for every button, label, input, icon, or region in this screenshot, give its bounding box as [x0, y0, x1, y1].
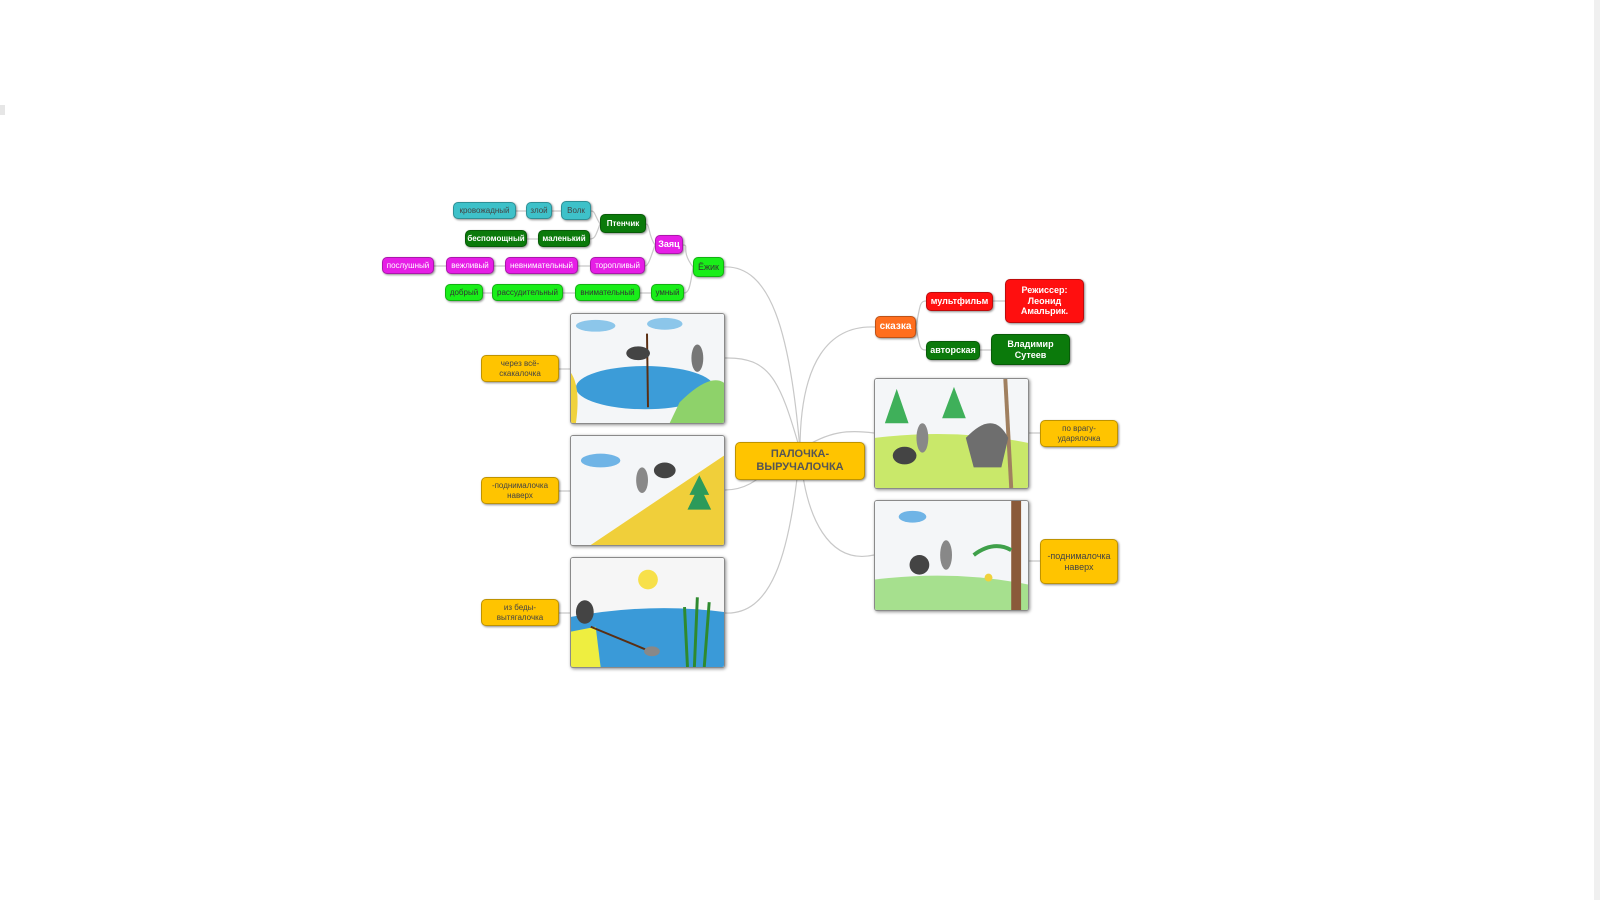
- trait-attentive[interactable]: внимательный: [575, 284, 640, 301]
- scene-picture-lift-right[interactable]: [874, 500, 1029, 611]
- node-director[interactable]: Режиссер: Леонид Амальрик.: [1005, 279, 1084, 323]
- character-bird[interactable]: Птенчик: [600, 214, 646, 233]
- connector-line: [915, 300, 927, 328]
- caption-lift-right[interactable]: -поднималочка наверх: [1040, 539, 1118, 584]
- caption-strike[interactable]: по врагу-ударялочка: [1040, 420, 1118, 447]
- character-hedgehog[interactable]: Ёжик: [693, 257, 724, 277]
- right-scrollbar[interactable]: [1594, 0, 1600, 900]
- scene-picture-rescue[interactable]: [570, 557, 725, 668]
- caption-rescue[interactable]: из беды-вытягалочка: [481, 599, 559, 626]
- trait-reasonable[interactable]: рассудительный: [492, 284, 563, 301]
- connector-line: [723, 266, 801, 451]
- trait-kind[interactable]: добрый: [445, 284, 483, 301]
- scene-picture-jump[interactable]: [570, 313, 725, 424]
- connector-line: [645, 223, 656, 246]
- scene-picture-climb[interactable]: [570, 435, 725, 546]
- scene-picture-strike[interactable]: [874, 378, 1029, 489]
- connector-line: [682, 244, 694, 268]
- trait-inattentive[interactable]: невнимательный: [505, 257, 578, 274]
- trait-bloodthirsty[interactable]: кровожадный: [453, 202, 516, 219]
- node-author[interactable]: Владимир Сутеев: [991, 334, 1070, 365]
- connector-line: [799, 326, 876, 451]
- trait-smart[interactable]: умный: [651, 284, 684, 301]
- central-topic[interactable]: ПАЛОЧКА-ВЫРУЧАЛОЧКА: [735, 442, 865, 480]
- trait-hasty[interactable]: торопливый: [590, 257, 645, 274]
- connector-line: [589, 223, 601, 240]
- node-authored[interactable]: авторская: [926, 341, 980, 360]
- character-wolf[interactable]: Волк: [561, 201, 591, 220]
- connector-line: [590, 210, 601, 225]
- genre-fairy-tale[interactable]: сказка: [875, 316, 916, 338]
- trait-evil[interactable]: злой: [526, 202, 552, 219]
- node-cartoon[interactable]: мультфильм: [926, 292, 993, 311]
- connector-line: [683, 266, 694, 294]
- character-hare[interactable]: Заяц: [655, 235, 683, 254]
- connector-line: [644, 244, 656, 267]
- connector-line: [915, 326, 927, 351]
- trait-helpless[interactable]: беспомощный: [465, 230, 527, 247]
- connector-line: [724, 449, 801, 614]
- trait-small[interactable]: маленький: [538, 230, 590, 247]
- trait-obedient[interactable]: послушный: [382, 257, 434, 274]
- trait-polite[interactable]: вежливый: [446, 257, 494, 274]
- connector-line: [1029, 432, 1040, 562]
- left-edge-mark: [0, 105, 5, 115]
- caption-lift-left[interactable]: -поднималочка наверх: [481, 477, 559, 504]
- connector-line: [980, 300, 1005, 351]
- connector-line: [559, 368, 570, 614]
- caption-jump[interactable]: через всё-скакалочка: [481, 355, 559, 382]
- connector-line: [724, 357, 801, 451]
